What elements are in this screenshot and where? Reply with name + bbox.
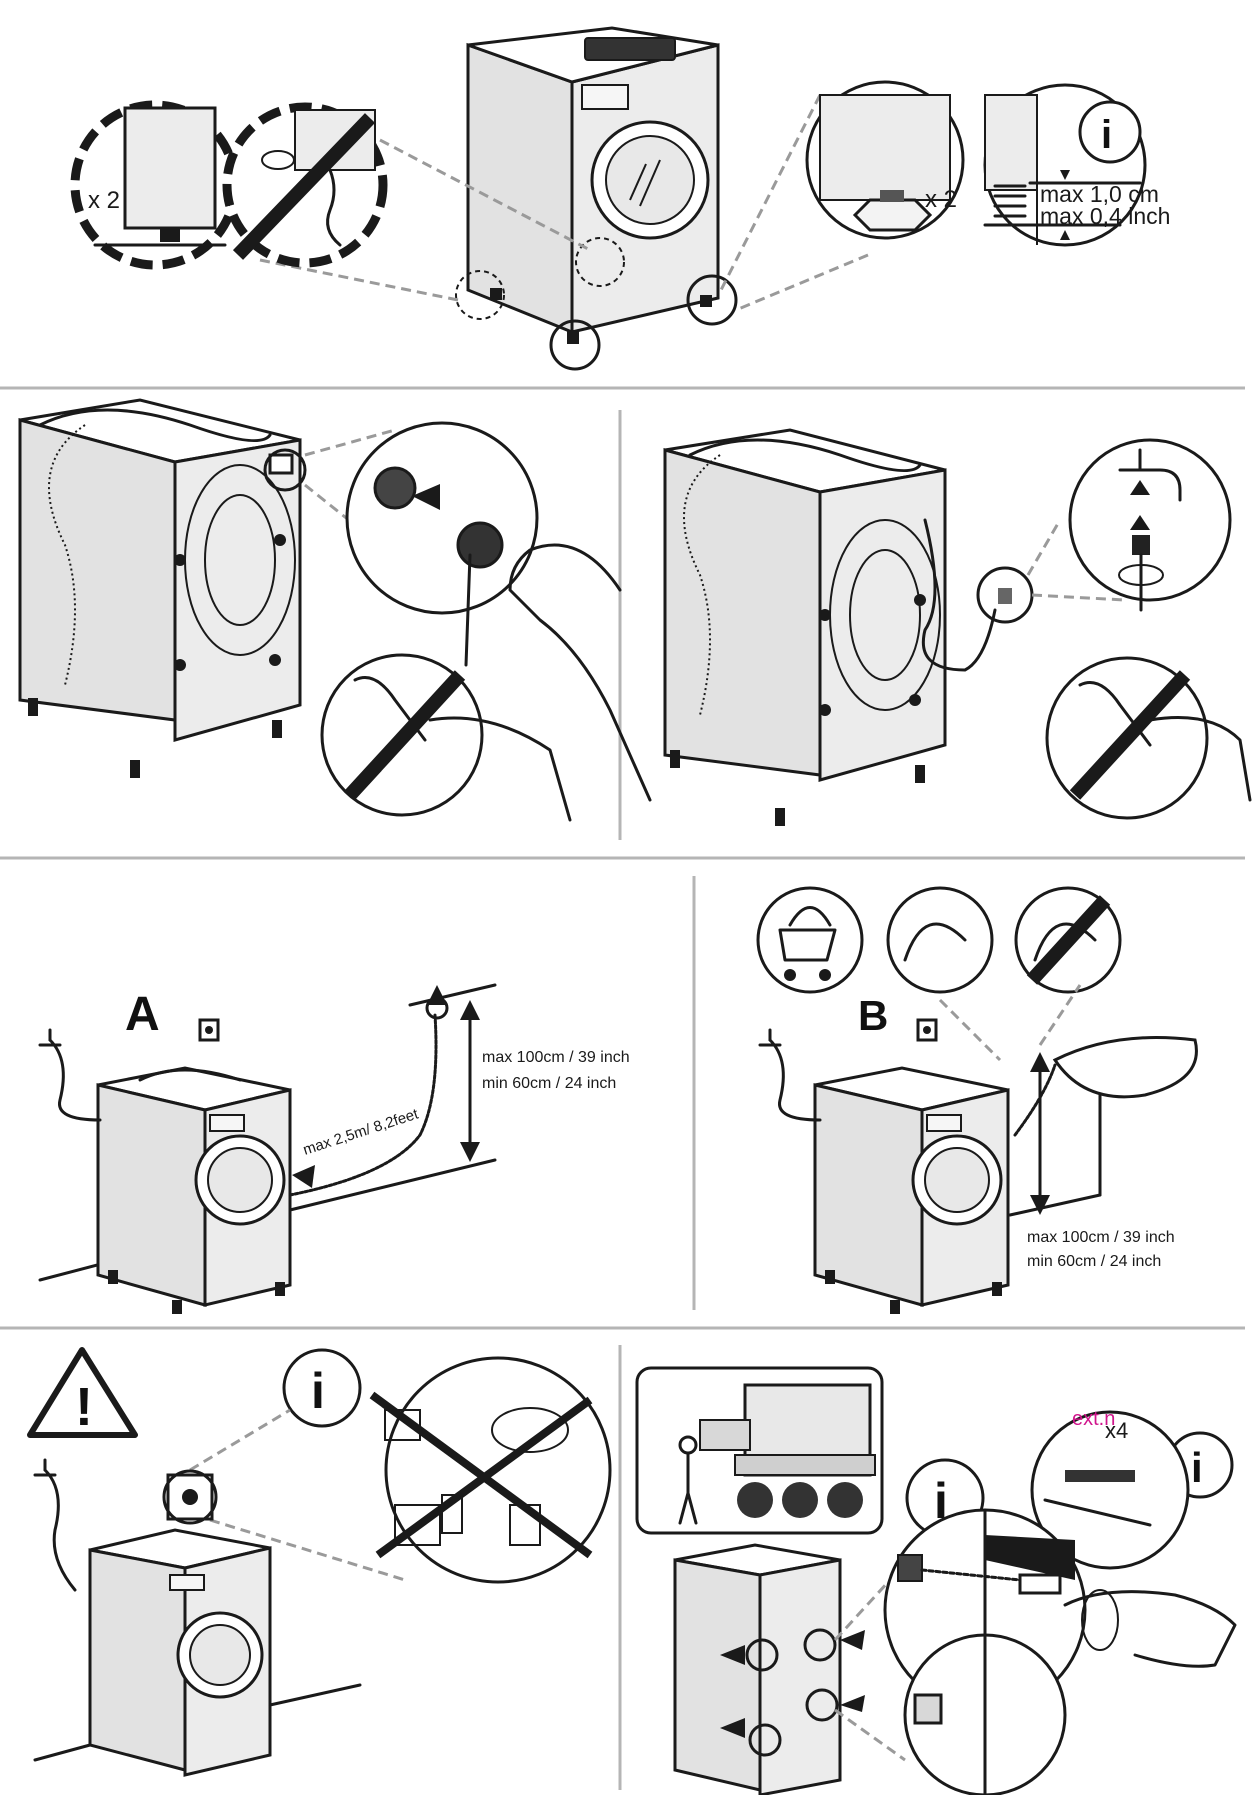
label-a: A <box>125 988 160 1041</box>
prohibited-slash <box>232 113 376 260</box>
panel-drain-a: A max 2,5m/ 8,2feet max 100cm / 39 inch … <box>38 983 630 1314</box>
svg-text:i: i <box>934 1473 948 1529</box>
prohibited-slash <box>344 670 466 800</box>
panel-electrical-warning: ! i <box>27 1347 612 1777</box>
foot-highlight-front <box>549 319 601 371</box>
panel-rear-hose-left <box>18 398 652 822</box>
panel-feet-leveling: x 2 x 2 max 1,0 cm max 0,4 inch i <box>70 26 1170 371</box>
detail-circle-bolts <box>1030 1410 1190 1570</box>
panel-transport-bolts: i i ext.n x4 <box>635 1366 1237 1795</box>
svg-text:i: i <box>1101 113 1112 157</box>
washing-machine-front <box>455 26 738 371</box>
height-max-b: max 100cm / 39 inch <box>1027 1229 1175 1246</box>
height-min-b: min 60cm / 24 inch <box>1027 1253 1161 1270</box>
height-min-a: min 60cm / 24 inch <box>482 1075 616 1092</box>
label-b: B <box>858 992 888 1039</box>
foot-highlight-right <box>686 274 738 326</box>
bolt-count: x4 <box>1105 1418 1128 1443</box>
svg-text:i: i <box>1191 1444 1203 1491</box>
panel-inlet-hose-right <box>663 428 1252 826</box>
info-icon-electrical <box>282 1348 362 1428</box>
svg-text:i: i <box>311 1363 325 1419</box>
prohibited-slash <box>1069 670 1191 800</box>
hose-hook-circle <box>886 886 994 994</box>
left-count: x 2 <box>88 187 120 214</box>
detail-circle-tap <box>1068 438 1232 602</box>
shopping-cart-circle <box>756 886 864 994</box>
detail-circle-hose-connect <box>345 421 539 615</box>
height-max-a: max 100cm / 39 inch <box>482 1049 630 1066</box>
foot-highlight-back <box>455 270 505 320</box>
bolt-highlight <box>575 237 625 287</box>
ext-label: ext.n <box>1072 1408 1115 1430</box>
warning-icon <box>27 1347 138 1438</box>
panel-drain-b: B max 100cm / 39 inch min 60cm / 24 inch <box>756 886 1198 1314</box>
foot-max-inch: max 0,4 inch <box>1040 203 1170 229</box>
svg-text:!: ! <box>75 1377 93 1437</box>
foot-max-cm: max 1,0 cm <box>1040 181 1159 207</box>
info-icon-feet <box>1078 100 1142 164</box>
right-count: x 2 <box>925 186 957 213</box>
